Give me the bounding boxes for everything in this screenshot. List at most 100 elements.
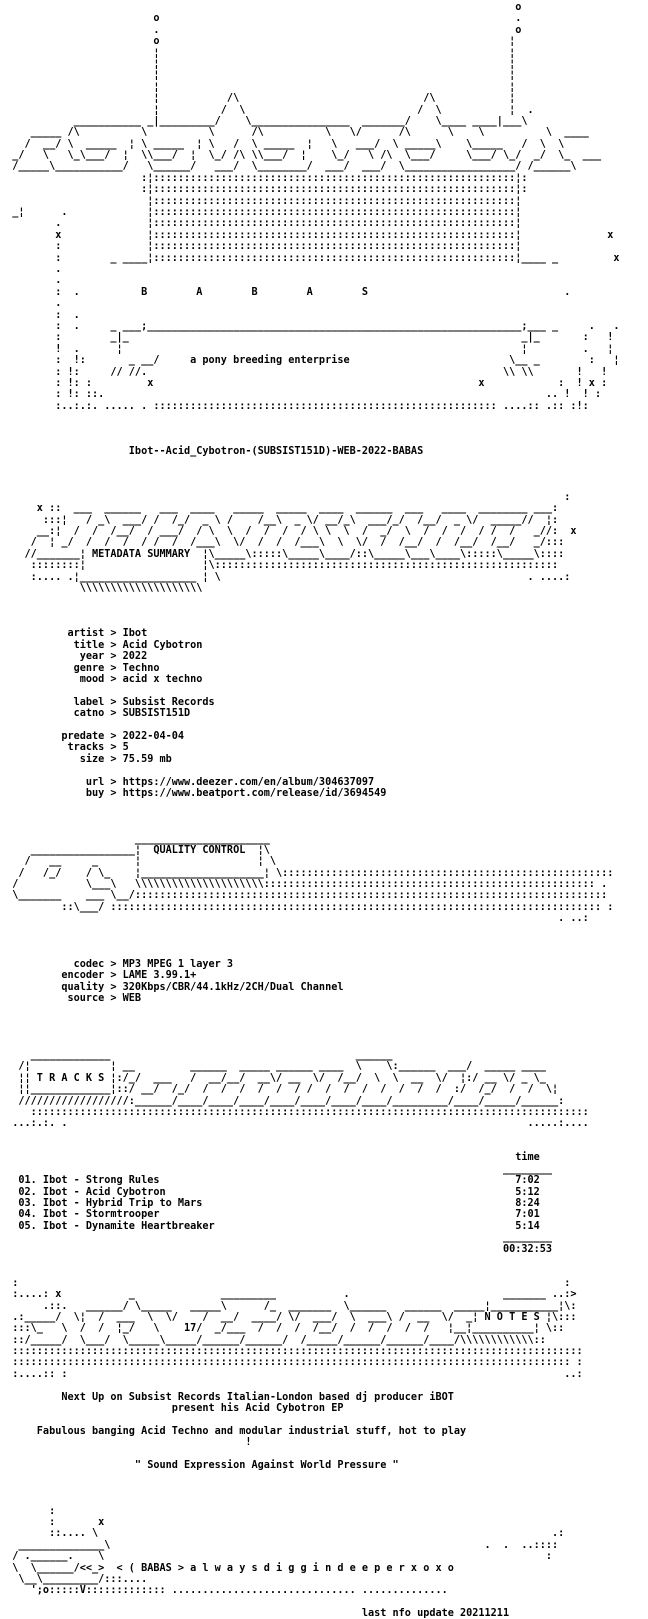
nfo-line — [0, 1004, 648, 1015]
nfo-line: _____________ ______ — [0, 1049, 393, 1061]
nfo-line: : . — [0, 309, 142, 321]
nfo-line: mood > acid x techno — [0, 674, 203, 686]
nfo-line: ';o:::::V::::::::::::: .................… — [0, 1585, 448, 1597]
nfo-line — [0, 594, 648, 605]
nfo-line: \ \______/<<_> < ( BABAS > a l w a y s d… — [0, 1562, 454, 1574]
nfo-line: " Sound Expression Against World Pressur… — [0, 1460, 399, 1471]
nfo-line: size > 75.59 mb — [0, 753, 172, 765]
nfo-line: ¦ / \ / \ ¦ . — [0, 104, 534, 116]
nfo-line — [0, 1255, 648, 1266]
nfo-line: 05. Ibot - Dynamite Heartbreaker 5:14 — [0, 1220, 540, 1232]
nfo-line: ...:.:. . .....:.... — [0, 1118, 589, 1130]
nfo-line: x :: ___ ______ ___ ____ _____ _____ ___… — [0, 503, 559, 515]
nfo-line — [0, 925, 648, 936]
nfo-line — [0, 685, 648, 696]
nfo-line: present his Acid Cybotron EP — [0, 1403, 344, 1415]
nfo-line: \\\\\\\\\\\\\\\\\\\\ — [0, 582, 203, 594]
nfo-line: : !: _ __/ a pony breeding enterprise \_… — [0, 355, 620, 367]
nfo-line — [0, 480, 648, 491]
nfo-line: : . B A B A S . — [0, 286, 571, 298]
nfo-line — [0, 1130, 648, 1141]
nfo-line: : ¦:::::::::::::::::::::::::::::::::::::… — [0, 241, 522, 253]
nfo-line: /¦ ¦ __ ______ _____ ______ ____ \ \:___… — [0, 1061, 546, 1073]
nfo-line — [0, 617, 648, 628]
nfo-line: / __/ \ _____ ¦ \ _____ ¦ \ / \ _____ ¦ … — [0, 138, 565, 150]
nfo-line — [0, 606, 648, 617]
nfo-line: codec > MP3 MPEG 1 layer 3 — [0, 958, 234, 970]
nfo-line: :.... .¦___________________ ¦ \ . ....: — [0, 571, 571, 583]
nfo-line — [0, 1380, 648, 1391]
nfo-line — [0, 1483, 648, 1494]
nfo-line: : . _ ___;______________________________… — [0, 320, 620, 332]
nfo-line: :::¦ / _\ ___/ / /_/ _ \ / /__\ _ \/ __/… — [0, 514, 559, 526]
nfo-line: o . — [0, 13, 522, 25]
nfo-line: year > 2022 — [0, 651, 148, 663]
nfo-line: / __ _ ¦ ¦ \ — [0, 856, 277, 868]
nfo-line: ________ — [0, 1232, 553, 1244]
nfo-line: : !: // //. \\ \\ ! ! — [0, 366, 608, 378]
nfo-line: label > Subsist Records — [0, 696, 215, 708]
nfo-line — [0, 720, 648, 731]
nfo-line: ::::::::::::::::::::::::::::::::::::::::… — [0, 1106, 589, 1118]
nfo-line: title > Acid Cybotron — [0, 639, 203, 651]
nfo-line: ___________ _|_________/ \______________… — [0, 115, 528, 127]
nfo-line: ______________\ . . ..:::: — [0, 1539, 559, 1551]
nfo-line: quality > 320Kbps/CBR/44.1kHz/2CH/Dual C… — [0, 981, 344, 993]
nfo-line — [0, 811, 648, 822]
nfo-line: artist > Ibot — [0, 628, 148, 640]
nfo-line — [0, 1016, 648, 1027]
nfo-line: .:_____/ \¦ / ___ \ \/ / __/ ____/ \/ __… — [0, 1311, 577, 1323]
nfo-line: Ibot--Acid_Cybotron-(SUBSIST151D)-WEB-20… — [0, 446, 424, 458]
nfo-line: / .______. \ : — [0, 1551, 553, 1563]
nfo-line: / ¦ _/ / / / / / / /___\ \/ / / /___\ \ … — [0, 537, 565, 549]
nfo-line — [0, 947, 648, 958]
nfo-line: ¦ ¦ — [0, 81, 516, 93]
nfo-line: predate > 2022-04-04 — [0, 731, 185, 742]
nfo-line: 02. Ibot - Acid Cybotron 5:12 — [0, 1186, 540, 1198]
nfo-line: :....:: : ..: — [0, 1368, 583, 1380]
nfo-line: : — [0, 491, 571, 503]
nfo-line: :::\_ \ / / ¦_/ \ 17/ _/___ / / / /__/ /… — [0, 1323, 565, 1335]
nfo-line — [0, 1039, 648, 1050]
nfo-line: . ¦:::::::::::::::::::::::::::::::::::::… — [0, 218, 522, 230]
nfo-line: encoder > LAME 3.99.1+ — [0, 970, 197, 982]
nfo-line: :..:.:. ..... . ::::::::::::::::::::::::… — [0, 400, 589, 412]
nfo-line: Next Up on Subsist Records Italian-Londo… — [0, 1391, 454, 1403]
nfo-line: : _ ____¦:::::::::::::::::::::::::::::::… — [0, 252, 620, 264]
nfo-line: . o — [0, 24, 522, 36]
nfo-line: : _|_ _|_ : ! — [0, 332, 614, 344]
nfo-line — [0, 1471, 648, 1482]
nfo-line: :....: x _ _________ . _______ ..:> — [0, 1289, 577, 1301]
nfo-line: ::::::::¦ ¦\::::::::::::::::::::::::::::… — [0, 560, 559, 572]
nfo-line: ::::::::::::::::::::::::::::::::::::::::… — [0, 1357, 583, 1369]
nfo-line: :¦::::::::::::::::::::::::::::::::::::::… — [0, 184, 528, 196]
nfo-line: tracks > 5 — [0, 742, 129, 754]
nfo-line: : !: ::. .. ! ! : — [0, 389, 602, 401]
nfo-line: _/ \ \_\___/ ¦ \\___/ ¦ \_/ /\ \\___/ ¦ … — [0, 150, 602, 162]
nfo-line: url > https://www.deezer.com/en/album/30… — [0, 776, 375, 788]
nfo-line: 04. Ibot - Stormtrooper 7:01 — [0, 1209, 540, 1221]
nfo-line: ¦¦_____________¦::/ __/ /_/ / / / / / / … — [0, 1084, 559, 1096]
nfo-line — [0, 423, 648, 434]
nfo-line: genre > Techno — [0, 662, 160, 674]
nfo-line — [0, 1494, 648, 1505]
nfo-line: : : — [0, 1277, 571, 1289]
nfo-line: time — [0, 1152, 540, 1164]
nfo-line: . — [0, 298, 62, 310]
nfo-line: buy > https://www.beatport.com/release/i… — [0, 787, 387, 799]
nfo-line — [0, 1266, 648, 1277]
nfo-line — [0, 1449, 648, 1460]
nfo-line — [0, 765, 648, 776]
nfo-line: 03. Ibot - Hybrid Trip to Mars 8:24 — [0, 1198, 540, 1210]
nfo-line — [0, 936, 648, 947]
nfo-line: _________________¦ QUALITY CONTROL ¦\ — [0, 844, 270, 856]
nfo-line: ¦ /\ /\ ¦ — [0, 93, 516, 105]
nfo-line: : !: : x x : ! x : — [0, 377, 608, 389]
nfo-line: last nfo update 20211211 — [0, 1608, 510, 1619]
nfo-line: 00:32:53 — [0, 1243, 553, 1255]
nfo-line: / /_/ / \_ ¦____________________¦ \:::::… — [0, 867, 614, 879]
nfo-line: //_______¦ METADATA SUMMARY ¦\_____\::::… — [0, 548, 565, 560]
nfo-line: _¦ . ¦::::::::::::::::::::::::::::::::::… — [0, 207, 522, 219]
nfo-line: \__\_________/:::.... — [0, 1573, 148, 1585]
